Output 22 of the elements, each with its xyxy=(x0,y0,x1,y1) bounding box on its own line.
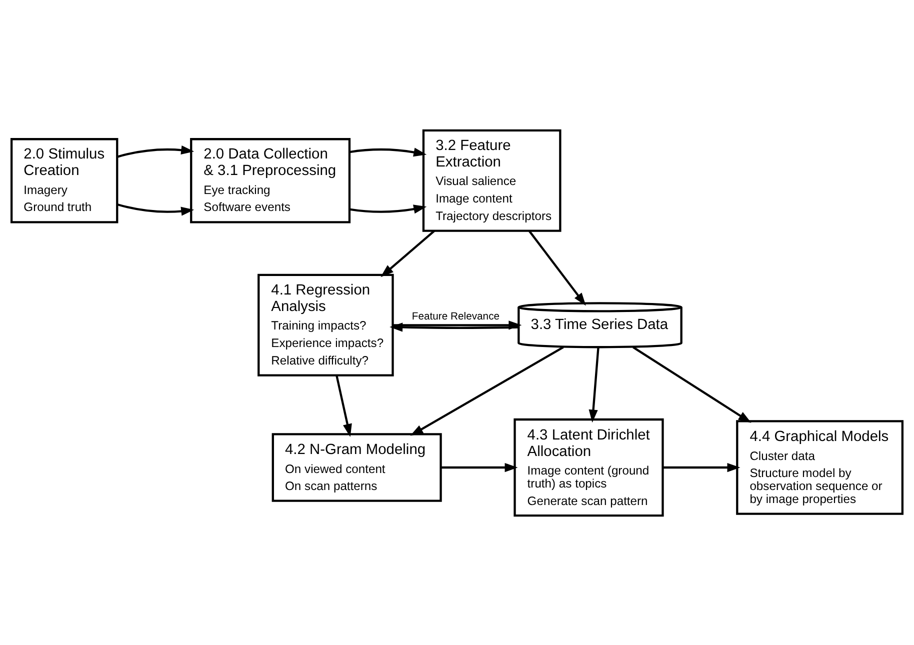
node-box: 2.0 Stimulus Creation Imagery Ground truth xyxy=(10,138,118,223)
arrow xyxy=(440,462,518,472)
arrow xyxy=(392,320,522,330)
arrow xyxy=(632,346,752,422)
arrow xyxy=(349,204,427,214)
arrow xyxy=(380,230,436,277)
arrow xyxy=(410,346,564,436)
arrow xyxy=(349,147,427,156)
arrow xyxy=(117,145,194,158)
node-box: 2.0 Data Collection & 3.1 Preprocessing Eye tracking Software events xyxy=(190,138,351,223)
node-box: 4.2 N-Gram Modeling On viewed content On scan patterns xyxy=(272,432,442,502)
node-box: 3.2 Feature Extraction Visual salience Image content Trajectory descriptors xyxy=(422,128,562,232)
arrow xyxy=(336,374,352,436)
arrow xyxy=(662,462,740,472)
node-box: 4.1 Regression Analysis Training impacts? Experience impacts? Relative difficulty? xyxy=(258,273,394,376)
arrow xyxy=(390,322,518,332)
arrow xyxy=(528,230,586,306)
arrow xyxy=(588,346,600,422)
node-box: 4.4 Graphical Models Cluster data Structure model by observation sequence or by image properties xyxy=(736,420,904,514)
node-box: 4.3 Latent Dirichlet Allocation Image content (ground truth) as topics Generate scan pattern xyxy=(514,418,664,516)
edge-label: Feature Relevance xyxy=(412,311,500,322)
arrow xyxy=(117,202,194,216)
